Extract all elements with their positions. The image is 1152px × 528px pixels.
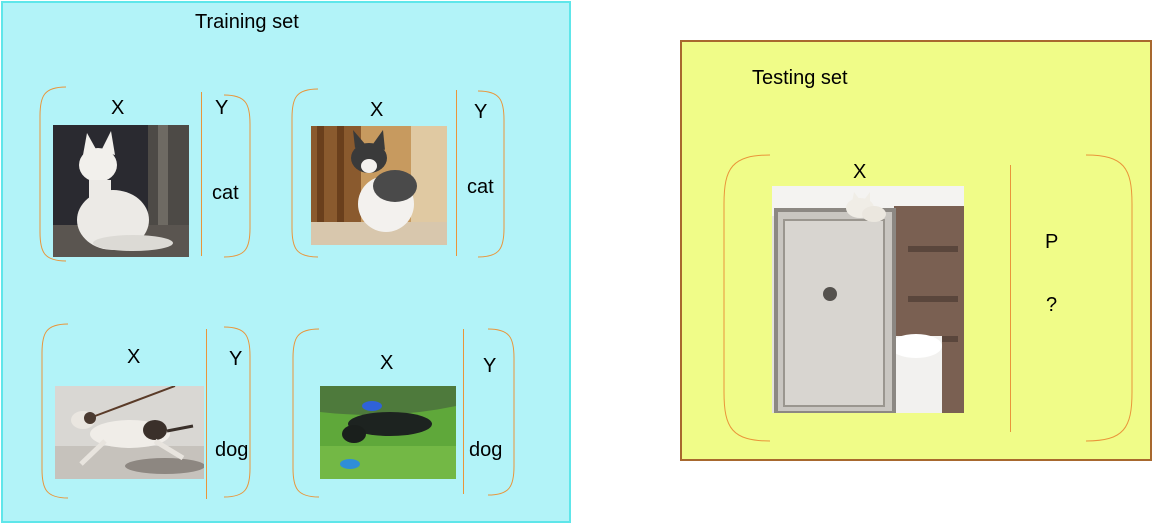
testing-set-title: Testing set — [752, 67, 848, 89]
black-dog-photo — [320, 386, 456, 479]
divider-line — [463, 329, 464, 494]
y-label: Y — [483, 355, 497, 377]
prediction-label: ? — [1046, 294, 1058, 316]
left-bracket — [723, 154, 771, 442]
white-cat-photo — [53, 125, 189, 257]
right-bracket — [1085, 154, 1133, 442]
left-bracket — [41, 323, 69, 499]
right-bracket — [223, 326, 251, 498]
divider-line — [206, 329, 207, 499]
training-set-title: Training set — [195, 11, 299, 33]
x-label: X — [111, 97, 125, 119]
divider-line — [1010, 165, 1011, 432]
left-bracket — [39, 86, 67, 262]
x-label: X — [127, 346, 141, 368]
class-label: dog — [215, 439, 249, 461]
right-bracket — [487, 328, 515, 496]
y-label: Y — [229, 348, 243, 370]
x-label: X — [853, 161, 867, 183]
p-label: P — [1045, 231, 1059, 253]
class-label: cat — [467, 176, 494, 198]
x-label: X — [370, 99, 384, 121]
class-label: dog — [469, 439, 503, 461]
y-label: Y — [474, 101, 488, 123]
left-bracket — [291, 88, 319, 258]
class-label: cat — [212, 182, 239, 204]
left-bracket — [292, 328, 320, 498]
bathroom-cat-photo — [772, 186, 964, 413]
divider-line — [456, 90, 457, 256]
tabby-cat-photo — [311, 126, 447, 245]
y-label: Y — [215, 97, 229, 119]
right-bracket — [477, 90, 505, 258]
running-dog-photo — [55, 386, 204, 479]
right-bracket — [223, 94, 251, 258]
divider-line — [201, 92, 202, 256]
x-label: X — [380, 352, 394, 374]
